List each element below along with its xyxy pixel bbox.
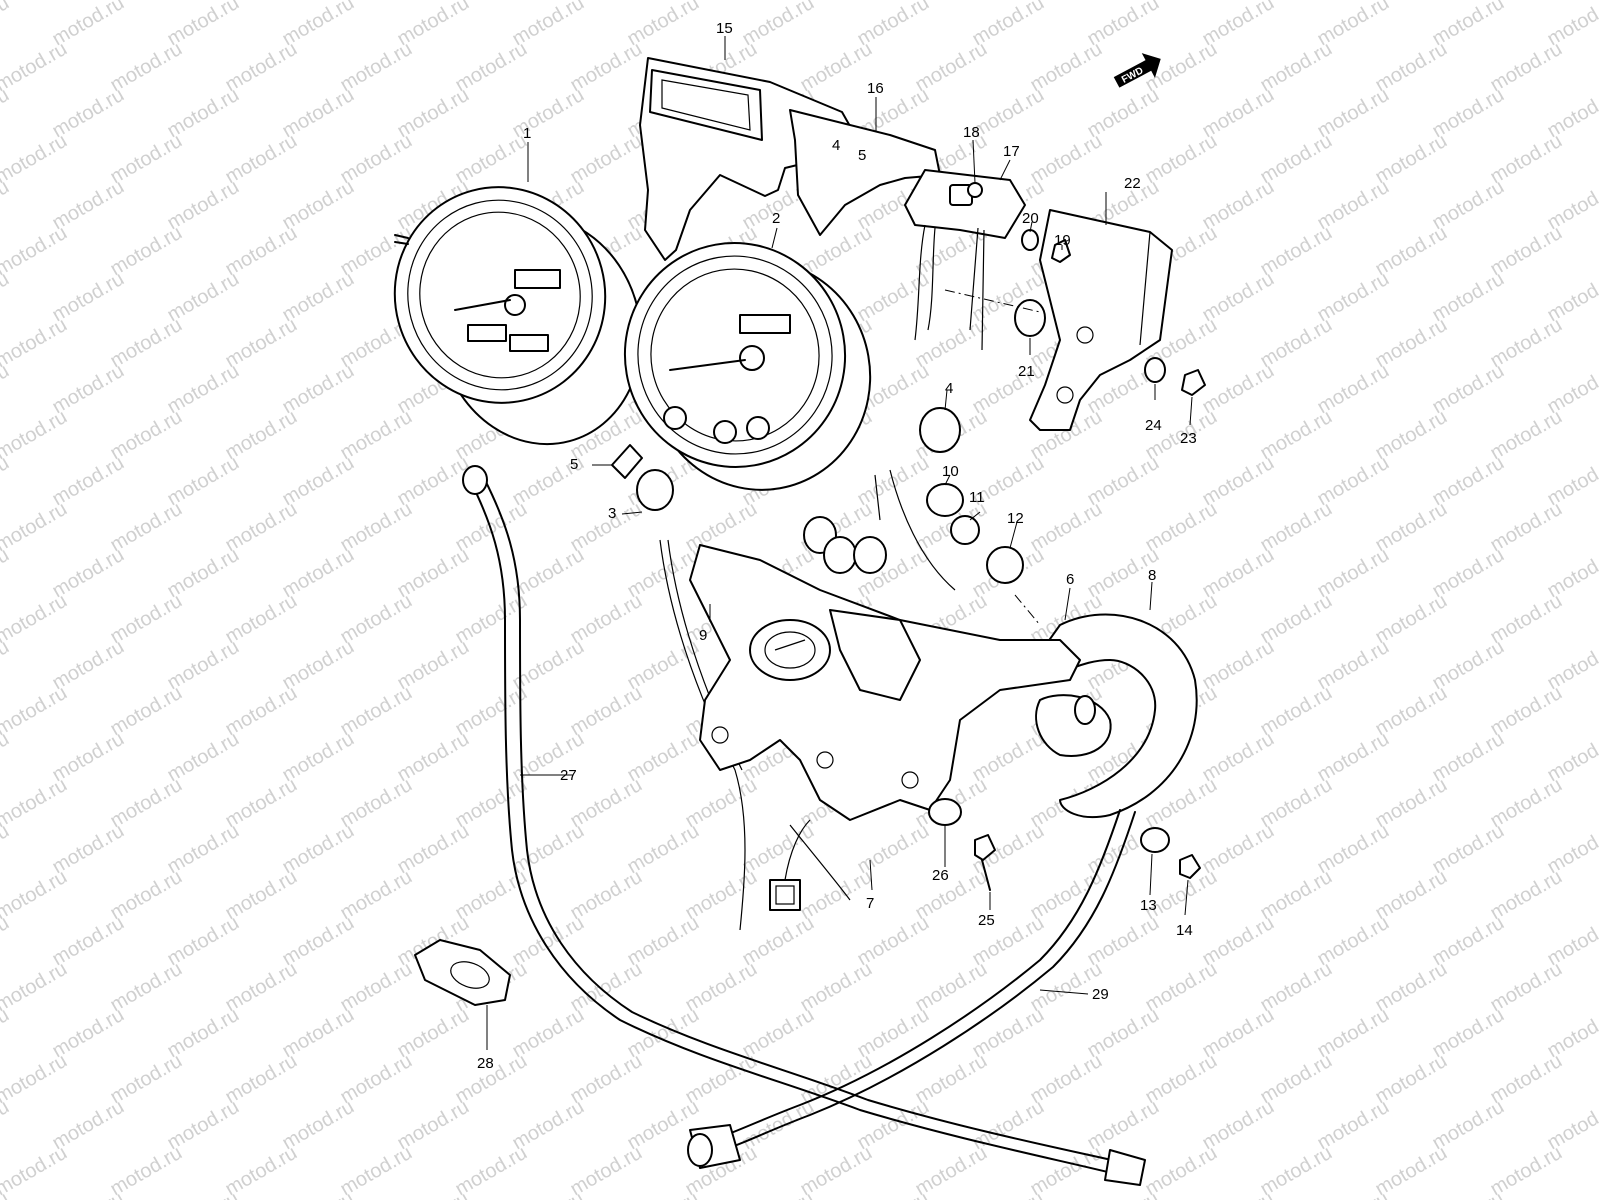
svg-text:4: 4	[832, 137, 840, 154]
callout-11: 11	[969, 489, 985, 506]
cable-grommet-part	[414, 939, 511, 1006]
callout-2: 2	[772, 210, 780, 227]
callout-16: 16	[867, 80, 884, 97]
watermark-text: motod.ru	[0, 222, 71, 281]
callout-1: 1	[523, 125, 531, 142]
watermark-text: motod.ru	[0, 774, 71, 833]
watermark-text: motod.ru	[0, 958, 71, 1017]
callout-24: 24	[1145, 417, 1162, 434]
watermark-text: motod.ru	[0, 130, 71, 189]
parts-drawing: 4 5	[393, 57, 1206, 1186]
watermark-text: motod.ru	[0, 682, 71, 741]
bolts-nuts	[928, 798, 1201, 891]
watermark-text: motod.ru	[0, 0, 71, 4]
watermark-text: motod.ru	[164, 1188, 243, 1200]
watermark-text: motod.ru	[0, 406, 71, 465]
callout-22: 22	[1124, 175, 1141, 192]
watermark-text: motod.ru	[0, 912, 13, 971]
fwd-label: FWD	[1120, 65, 1145, 85]
callout-5: 5	[570, 456, 578, 473]
callout-3: 3	[608, 505, 616, 522]
watermark-text: motod.ru	[0, 590, 71, 649]
watermark-text: motod.ru	[0, 1142, 71, 1200]
main-bracket-part	[689, 544, 1081, 901]
reference-line	[944, 289, 1041, 313]
tachometer-cable-part	[462, 465, 1146, 1186]
watermark-text: motod.ru	[0, 38, 71, 97]
watermark-text: motod.ru	[509, 1188, 588, 1200]
watermark-text: motod.ru	[0, 636, 13, 695]
callout-18: 18	[963, 124, 980, 141]
small-hardware	[967, 182, 1206, 396]
watermark-text: motod.ru	[279, 1188, 358, 1200]
watermark-text: motod.ru	[0, 84, 13, 143]
callout-4: 4	[945, 380, 953, 397]
callout-26: 26	[932, 867, 949, 884]
callout-19: 19	[1054, 232, 1071, 249]
watermark-text: motod.ru	[0, 544, 13, 603]
watermark-text: motod.ru	[0, 866, 71, 925]
wire-connector	[769, 819, 811, 911]
watermark-text: motod.ru	[969, 1188, 1048, 1200]
watermark-text: motod.ru	[1544, 1188, 1600, 1200]
watermark-text: motod.ru	[0, 452, 13, 511]
watermark-text: motod.ru	[49, 1188, 128, 1200]
watermark-text: motod.ru	[1314, 1188, 1393, 1200]
callout-15: 15	[716, 20, 733, 37]
watermark-text: motod.ru	[624, 1188, 703, 1200]
reference-line-2	[1014, 594, 1041, 626]
watermark-text: motod.ru	[854, 1188, 933, 1200]
callout-8: 8	[1148, 567, 1156, 584]
watermark-text: motod.ru	[0, 1004, 13, 1063]
bulb-sockets	[803, 407, 1024, 591]
leader-lines	[486, 36, 1193, 1050]
callout-6: 6	[1066, 571, 1074, 588]
callout-21: 21	[1018, 363, 1035, 380]
indicator-panel-part: 4 5	[789, 109, 1026, 351]
watermark-text: motod.ru	[1429, 1188, 1508, 1200]
callout-7: 7	[866, 895, 874, 912]
svg-text:5: 5	[858, 147, 866, 164]
speedometer-part	[623, 242, 872, 491]
watermark-text: motod.ru	[0, 360, 13, 419]
callout-13: 13	[1140, 897, 1157, 914]
watermark-text: motod.ru	[0, 1050, 71, 1109]
meter-cover-part	[639, 57, 856, 261]
watermark-text: motod.ru	[0, 0, 13, 50]
tachometer-part	[393, 186, 643, 446]
watermark-text: motod.ru	[0, 268, 13, 327]
watermark-text: motod.ru	[394, 1188, 473, 1200]
watermark-text: motod.ru	[0, 498, 71, 557]
callout-14: 14	[1176, 922, 1193, 939]
watermark-text: motod.ru	[1084, 1188, 1163, 1200]
callout-labels: 15 16 1 18 17 22 2 20 19 21 4 24 23 5 10…	[477, 20, 1197, 1072]
watermark-text: motod.ru	[0, 176, 13, 235]
speedometer-cable-part	[687, 809, 1136, 1169]
callout-28: 28	[477, 1055, 494, 1072]
callout-29: 29	[1092, 986, 1109, 1003]
callout-9: 9	[699, 627, 707, 644]
callout-23: 23	[1180, 430, 1197, 447]
callout-12: 12	[1007, 510, 1024, 527]
watermark-text: motod.ru	[0, 728, 13, 787]
callout-20: 20	[1022, 210, 1039, 227]
side-panel-part	[1029, 209, 1173, 431]
watermark-text: motod.ru	[1199, 1188, 1278, 1200]
callout-27: 27	[560, 767, 577, 784]
watermark-text: motod.ru	[0, 820, 13, 879]
callout-10: 10	[942, 463, 959, 480]
watermark-text: motod.ru	[0, 314, 71, 373]
watermark-text: motod.ru	[0, 1096, 13, 1155]
watermark-text: motod.ru	[739, 1188, 818, 1200]
callout-25: 25	[978, 912, 995, 929]
callout-17: 17	[1003, 143, 1020, 160]
